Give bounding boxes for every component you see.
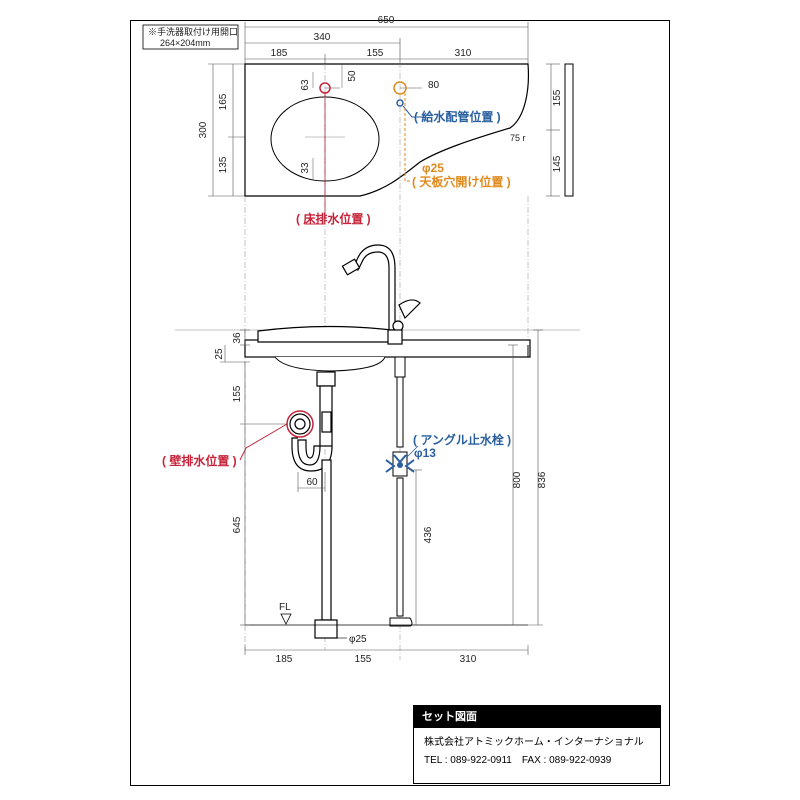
dim-33: 33	[300, 162, 311, 174]
dim-135: 135	[218, 156, 229, 173]
dim-436: 436	[423, 526, 434, 543]
wall-drain-label: ( 壁排水位置 )	[162, 453, 237, 468]
elevation-dimension-lines	[220, 329, 543, 655]
dim-75r: 75 r	[510, 133, 526, 143]
drawing-frame	[130, 20, 670, 786]
dim-165: 165	[218, 93, 229, 110]
angle-valve-label: ( アングル止水栓 )	[413, 432, 511, 447]
supply-pipe	[389, 356, 413, 627]
dim-645: 645	[232, 516, 243, 533]
note-line-2: 264×204mm	[160, 38, 210, 48]
side-panel	[564, 63, 574, 197]
dim-155-bottom: 155	[355, 654, 372, 665]
note-line-1: ※手洗器取付け用開口	[148, 26, 238, 37]
dim-310-top: 310	[455, 48, 472, 59]
dim-650: 650	[378, 15, 395, 26]
dim-80: 80	[428, 80, 440, 91]
water-supply-label: ( 給水配管位置 )	[414, 109, 501, 124]
dim-800: 800	[512, 471, 523, 488]
dim-145-right: 145	[552, 155, 563, 172]
dim-185-bottom: 185	[276, 654, 293, 665]
dim-155-top: 155	[367, 48, 384, 59]
dim-340: 340	[314, 32, 331, 43]
floor-drain-label: ( 床排水位置 )	[296, 211, 371, 226]
valve-dia-label: φ13	[414, 446, 436, 460]
dim-25: 25	[214, 348, 225, 360]
contact-numbers: TEL : 089-922-0911 FAX : 089-922-0939	[424, 755, 612, 766]
note-box	[142, 24, 239, 50]
dim-185-top: 185	[271, 48, 288, 59]
drain-trap	[289, 371, 338, 639]
pipe-dia-label: φ25	[349, 634, 367, 645]
dim-300: 300	[198, 121, 209, 138]
dim-50: 50	[347, 70, 358, 82]
dim-36: 36	[232, 332, 243, 344]
hole-label: ( 天板穴開け位置 )	[412, 174, 511, 189]
floor-label: FL	[279, 602, 291, 613]
dim-63: 63	[300, 79, 311, 91]
dim-310-bottom: 310	[460, 654, 477, 665]
dim-155-right: 155	[552, 89, 563, 106]
company-name: 株式会社アトミックホーム・インターナショナル	[424, 737, 644, 748]
faucet	[341, 244, 421, 345]
basin-elevation	[257, 325, 401, 343]
dim-60: 60	[306, 477, 318, 488]
dim-155-elev: 155	[232, 385, 243, 402]
title-block-heading: セット図面	[414, 706, 660, 728]
title-block: セット図面 株式会社アトミックホーム・インターナショナル TEL : 089-9…	[413, 705, 661, 784]
hole-dia-label: φ25	[422, 161, 444, 175]
angle-valve	[385, 451, 415, 477]
dim-836: 836	[537, 471, 548, 488]
